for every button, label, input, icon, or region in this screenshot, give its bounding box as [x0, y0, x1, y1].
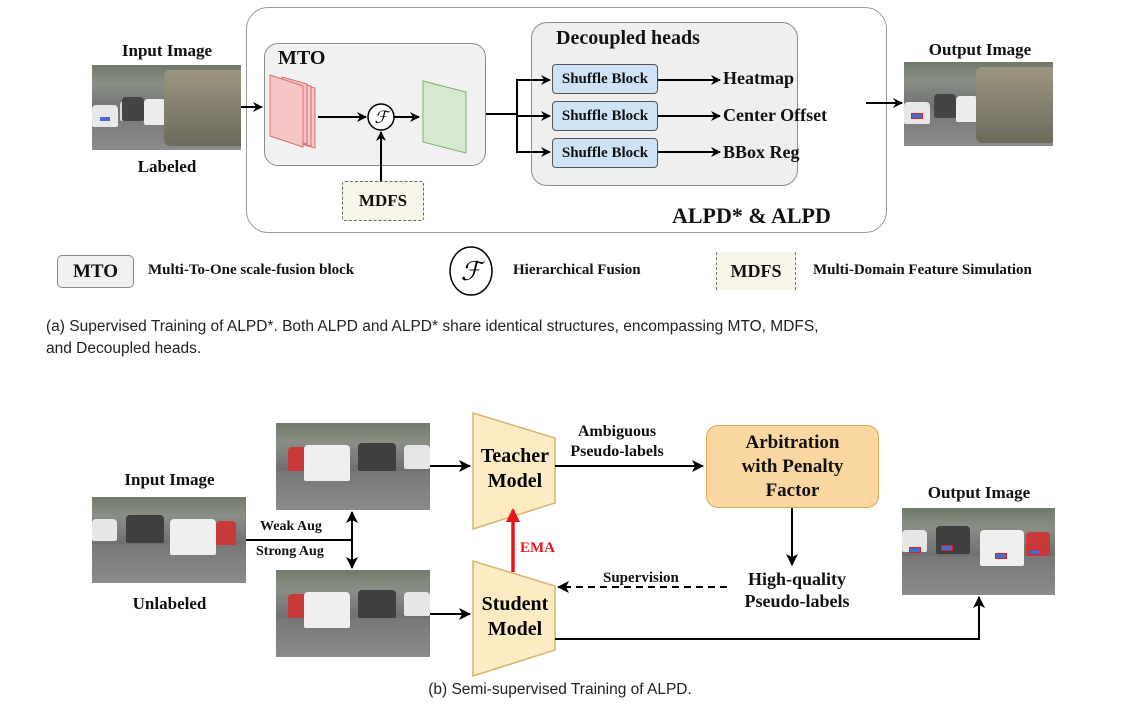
shuffle-block-label: Shuffle Block	[561, 144, 649, 161]
shuffle-block-label: Shuffle Block	[561, 70, 649, 87]
teacher-model-shape	[472, 411, 556, 531]
input-image-labeled	[92, 65, 241, 150]
weak-aug-label: Weak Aug	[260, 519, 322, 534]
legend-mto-icon: MTO	[57, 255, 134, 288]
ambiguous-label: Ambiguous Pseudo-labels	[568, 422, 666, 462]
head-output-bbox-reg: BBox Reg	[723, 142, 800, 162]
high-quality-label: High-quality Pseudo-labels	[722, 568, 872, 612]
output-image-b-label: Output Image	[927, 483, 1031, 502]
head-output-center-offset: Center Offset	[723, 105, 828, 125]
caption-a-line1: (a) Supervised Training of ALPD*. Both A…	[46, 318, 819, 335]
strong-aug-label: Strong Aug	[256, 544, 324, 559]
arrow-student-to-output	[555, 596, 985, 640]
input-image-label: Input Image	[121, 41, 213, 60]
alpd-model-label: ALPD* & ALPD	[672, 203, 831, 228]
arbitration-block: Arbitration with Penalty Factor	[706, 425, 879, 508]
student-model-shape	[472, 559, 556, 678]
output-image-label: Output Image	[928, 40, 1032, 59]
caption-a-line2: and Decoupled heads.	[46, 340, 202, 357]
decoupled-heads-title: Decoupled heads	[556, 27, 700, 49]
arbitration-line1: Arbitration	[745, 431, 840, 453]
input-image-unlabeled	[92, 497, 246, 583]
mdfs-label: MDFS	[358, 191, 408, 210]
student-line1: Student	[482, 593, 549, 615]
shuffle-block-heatmap: Shuffle Block	[552, 64, 658, 94]
high-quality-line2: Pseudo-labels	[744, 591, 850, 611]
teacher-line1: Teacher	[481, 445, 549, 467]
arbitration-line3: Factor	[765, 479, 820, 501]
input-image-b-label: Input Image	[124, 470, 215, 489]
legend-mto-symbol: MTO	[72, 260, 119, 282]
mdfs-block: MDFS	[342, 181, 424, 221]
shuffle-block-bbox-reg: Shuffle Block	[552, 138, 658, 168]
caption-b: (b) Semi-supervised Training of ALPD.	[428, 681, 692, 698]
head-output-heatmap: Heatmap	[723, 68, 794, 88]
legend-mto-text: Multi-To-One scale-fusion block	[148, 262, 355, 278]
ema-label: EMA	[520, 540, 555, 556]
mto-title: MTO	[278, 47, 326, 69]
output-image-b	[902, 508, 1055, 595]
output-image-a	[904, 62, 1053, 146]
fusion-symbol: ℱ	[374, 108, 391, 127]
shuffle-block-center-offset: Shuffle Block	[552, 101, 658, 131]
weak-aug-image	[276, 423, 430, 510]
student-line2: Model	[488, 618, 543, 640]
high-quality-line1: High-quality	[747, 569, 847, 589]
labeled-label: Labeled	[137, 157, 197, 176]
ambiguous-line1: Ambiguous	[577, 423, 657, 440]
legend-fusion-text: Hierarchical Fusion	[513, 262, 641, 278]
multi-scale-feature-stack	[269, 74, 316, 149]
supervision-label: Supervision	[603, 570, 679, 586]
legend-fusion-icon	[449, 246, 493, 296]
legend-mdfs-symbol: MDFS	[730, 260, 782, 281]
fused-feature-map	[422, 80, 467, 154]
legend-mdfs-icon: MDFS	[716, 252, 796, 290]
unlabeled-label: Unlabeled	[132, 594, 207, 613]
strong-aug-image	[276, 570, 430, 657]
ambiguous-line2: Pseudo-labels	[570, 443, 664, 460]
shuffle-block-label: Shuffle Block	[561, 107, 649, 124]
arbitration-line2: with Penalty	[741, 455, 844, 477]
teacher-line2: Model	[488, 470, 543, 492]
legend-mdfs-text: Multi-Domain Feature Simulation	[813, 262, 1032, 278]
